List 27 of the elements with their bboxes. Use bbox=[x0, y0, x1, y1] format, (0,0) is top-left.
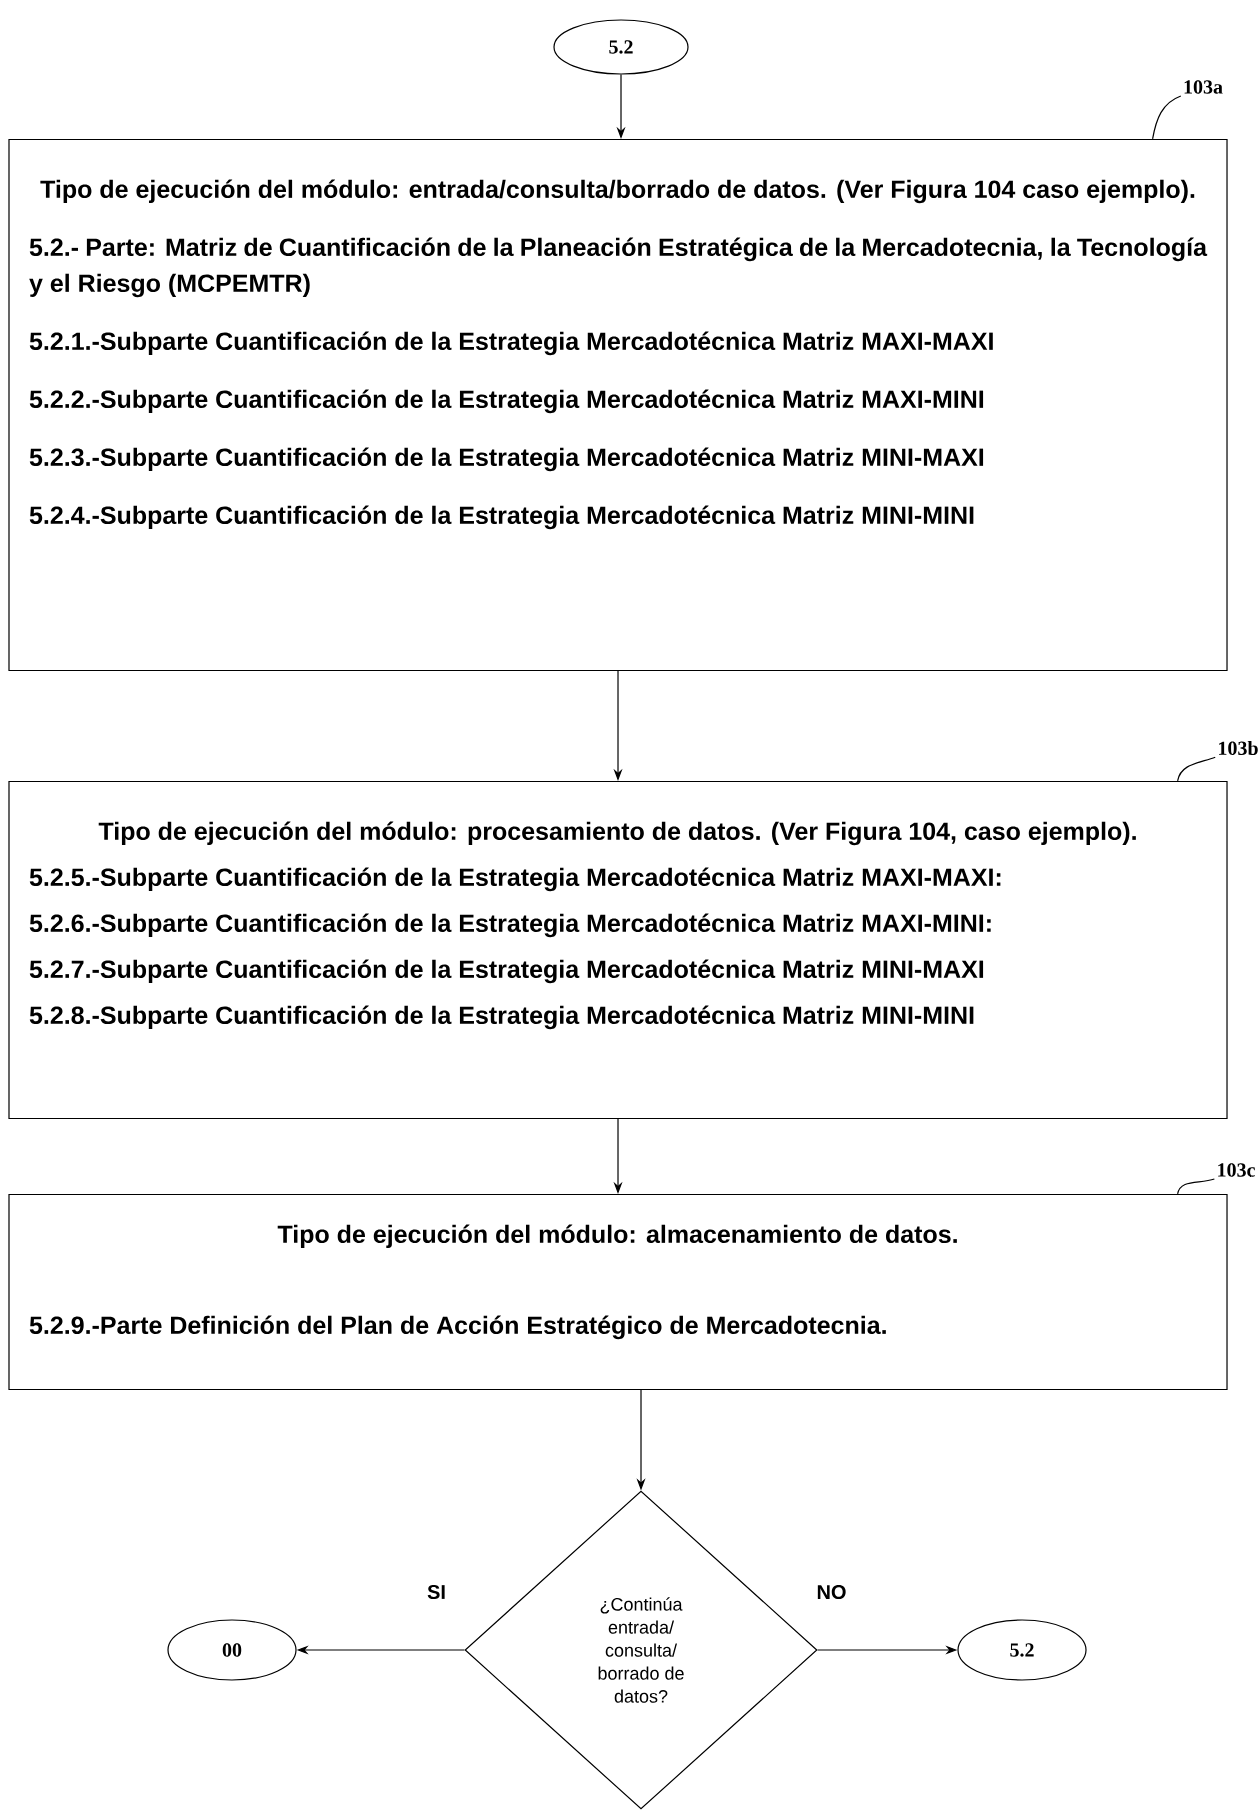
edge-label: SI bbox=[427, 1584, 445, 1600]
reference-number: 103a bbox=[1184, 80, 1223, 94]
step-text: 5.2.6.-Subparte Cuantificación de la Estrategia Mercadotécnica Matriz MAXI-MINI: bbox=[29, 913, 991, 938]
process-box bbox=[8, 1193, 1228, 1391]
reference-number: 103c bbox=[1218, 1163, 1255, 1177]
step-text: 5.2.4.-Subparte Cuantificación de la Estrategia Mercadotécnica Matriz MINI-MINI bbox=[29, 505, 974, 530]
process-box bbox=[8, 780, 1228, 1120]
step-text: 5.2.7.-Subparte Cuantificación de la Estrategia Mercadotécnica Matriz MINI-MAXI bbox=[29, 959, 984, 984]
leader-line bbox=[1177, 1178, 1215, 1195]
step-text: 5.2.9.-Parte Definición del Plan de Acción Estratégico de Mercadotecnia. bbox=[29, 1315, 886, 1340]
leader-line bbox=[1152, 95, 1182, 140]
heading-text: Tipo de ejecución del módulo: entrada/consulta/borrado de datos. (Ver Figura 104 caso ejemplo). bbox=[40, 179, 1195, 204]
leader-line bbox=[1177, 756, 1216, 782]
heading-text: Tipo de ejecución del módulo: procesamiento de datos. (Ver Figura 104, caso ejemplo). bbox=[98, 821, 1136, 846]
step-text: 5.2.2.-Subparte Cuantificación de la Estrategia Mercadotécnica Matriz MAXI-MINI bbox=[29, 389, 984, 414]
connector-oval: 5.2 bbox=[553, 19, 689, 75]
step-text: 5.2.3.-Subparte Cuantificación de la Estrategia Mercadotécnica Matriz MINI-MAXI bbox=[29, 447, 984, 472]
connector-oval: 00 bbox=[167, 1619, 297, 1681]
step-text: 5.2.- Parte: Matriz de Cuantificación de la Planeación Estratégica de la Mercadotecnia, la Tecnología y el Riesgo (MCPEMTR) bbox=[29, 237, 1208, 298]
step-text: 5.2.1.-Subparte Cuantificación de la Estrategia Mercadotécnica Matriz MAXI-MAXI bbox=[29, 331, 993, 356]
step-text: 5.2.8.-Subparte Cuantificación de la Estrategia Mercadotécnica Matriz MINI-MINI bbox=[29, 1005, 974, 1030]
edge-label: NO bbox=[817, 1584, 846, 1600]
step-text: 5.2.5.-Subparte Cuantificación de la Estrategia Mercadotécnica Matriz MAXI-MAXI: bbox=[29, 867, 1001, 892]
connector-oval: 5.2 bbox=[957, 1619, 1087, 1681]
reference-number: 103b bbox=[1219, 740, 1258, 756]
process-box bbox=[8, 138, 1228, 672]
heading-text: Tipo de ejecución del módulo: almacenamiento de datos. bbox=[277, 1224, 957, 1249]
